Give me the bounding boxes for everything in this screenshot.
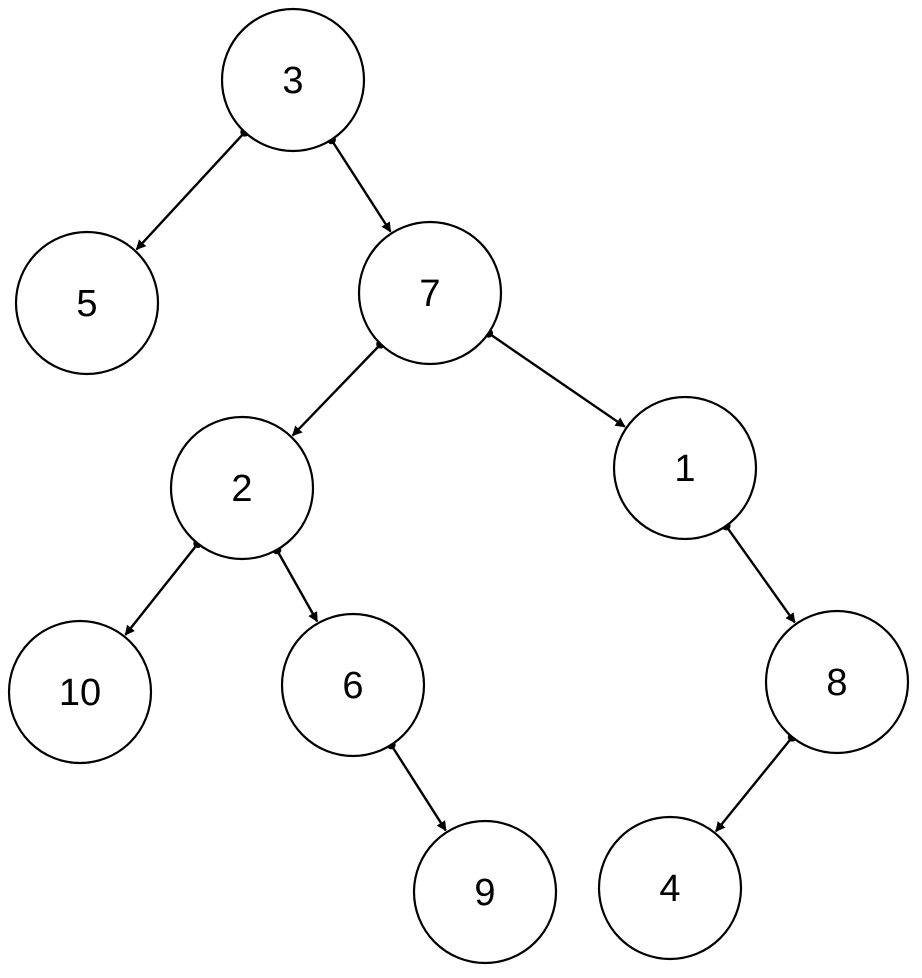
node-label: 1 — [674, 448, 695, 490]
edge-8-to-4 — [715, 736, 794, 833]
edge-2-to-6 — [275, 549, 319, 623]
tree-node-9: 9 — [412, 819, 558, 965]
tree-node-5: 5 — [14, 230, 160, 376]
edge-2-to-10 — [124, 542, 199, 636]
node-circle — [597, 815, 743, 961]
node-circle — [357, 220, 503, 366]
node-label: 9 — [474, 872, 495, 914]
node-circle — [280, 612, 426, 758]
edge-3-to-5 — [135, 131, 246, 251]
tree-node-2: 2 — [169, 415, 315, 561]
node-label: 6 — [342, 665, 363, 707]
node-label: 7 — [419, 273, 440, 315]
tree-node-10: 10 — [7, 619, 153, 765]
tree-node-7: 7 — [357, 220, 503, 366]
node-label: 2 — [231, 468, 252, 510]
node-label: 10 — [59, 672, 101, 714]
node-label: 3 — [282, 60, 303, 102]
node-circle — [612, 395, 758, 541]
tree-node-1: 1 — [612, 395, 758, 541]
node-circle — [220, 7, 366, 153]
tree-node-3: 3 — [220, 7, 366, 153]
node-circle — [7, 619, 153, 765]
node-circle — [412, 819, 558, 965]
edge-7-to-2 — [291, 343, 382, 437]
node-label: 8 — [826, 662, 847, 704]
edge-3-to-7 — [330, 139, 392, 233]
nodes: 3 5 7 2 1 10 6 8 9 4 — [7, 7, 910, 965]
tree-node-8: 8 — [764, 609, 910, 755]
node-circle — [764, 609, 910, 755]
node-label: 5 — [76, 283, 97, 325]
tree-node-6: 6 — [280, 612, 426, 758]
tree-node-4: 4 — [597, 815, 743, 961]
edge-1-to-8 — [725, 525, 796, 624]
edge-7-to-1 — [487, 332, 626, 428]
edge-6-to-9 — [390, 744, 447, 832]
node-circle — [169, 415, 315, 561]
node-circle — [14, 230, 160, 376]
node-label: 4 — [659, 868, 680, 910]
